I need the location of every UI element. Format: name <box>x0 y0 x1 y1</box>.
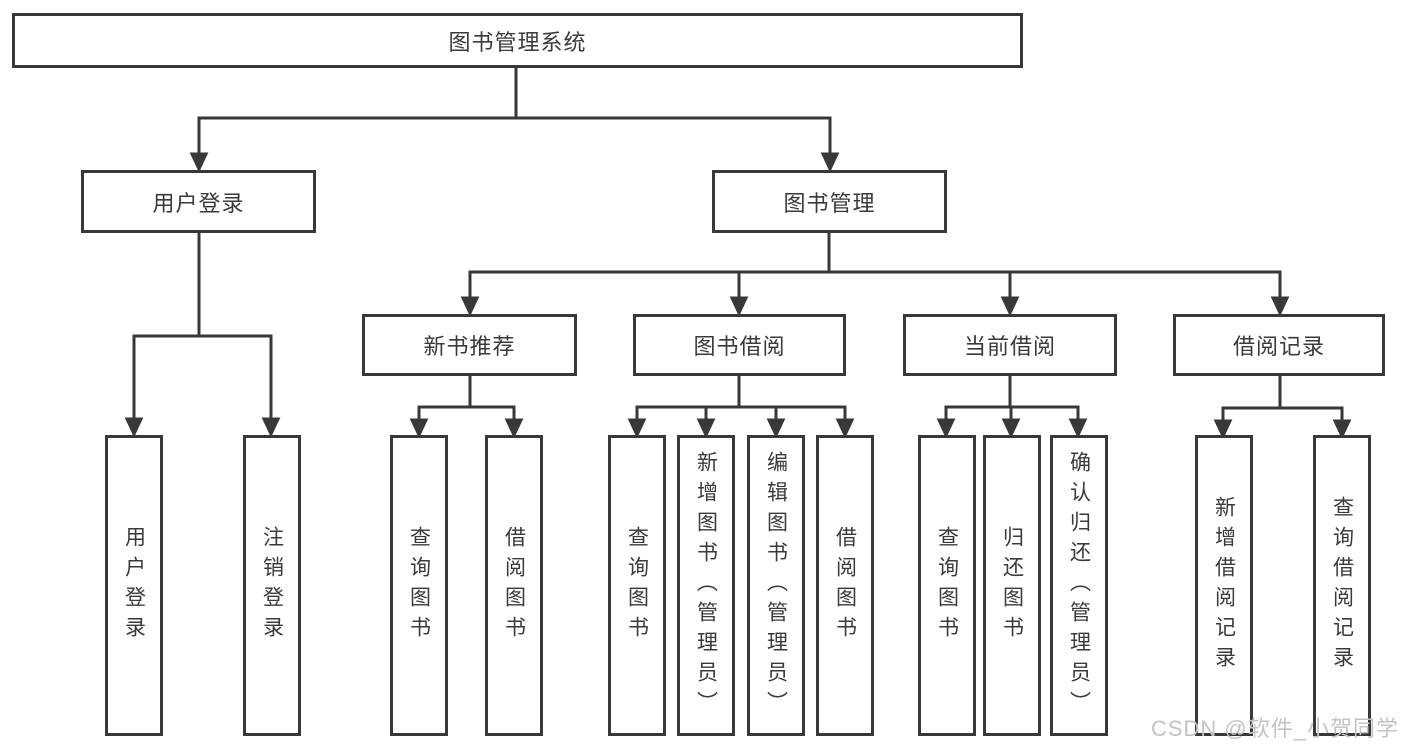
leaf-confirm-return-admin: 确认归还（管理员） <box>1050 435 1108 736</box>
leaf-return-book: 归还图书 <box>983 435 1041 736</box>
leaf-query-books-borrowing: 查询图书 <box>608 435 666 736</box>
node-new-book-recommend: 新书推荐 <box>362 314 577 376</box>
arrowhead <box>1332 419 1352 440</box>
leaf-logout: 注销登录 <box>243 435 301 736</box>
connector-user-login-to-leaves <box>124 233 281 438</box>
node-label: 图书借阅 <box>693 334 786 359</box>
node-label: 借阅图书 <box>502 525 526 646</box>
node-label: 归还图书 <box>1000 525 1024 646</box>
node-label: 新增借阅记录 <box>1212 495 1236 676</box>
node-label: 确认归还（管理员） <box>1067 450 1091 721</box>
leaf-add-borrow-record: 新增借阅记录 <box>1195 435 1253 736</box>
node-label: 查询图书 <box>407 525 431 646</box>
node-label: 当前借阅 <box>963 334 1056 359</box>
node-label: 查询图书 <box>935 525 959 646</box>
node-label: 新书推荐 <box>423 334 516 359</box>
node-label: 查询图书 <box>625 525 649 646</box>
connector-new-book-to-leaves <box>409 376 524 439</box>
leaf-borrow-books-recommend: 借阅图书 <box>485 435 543 736</box>
connector-records-to-leaves <box>1213 376 1352 440</box>
node-label: 借阅图书 <box>833 525 857 646</box>
arrowhead <box>1270 296 1290 317</box>
node-current-borrowing: 当前借阅 <box>903 314 1117 376</box>
leaf-add-book-admin: 新增图书（管理员） <box>677 435 735 736</box>
connector-root-to-level2 <box>189 68 840 173</box>
node-label: 新增图书（管理员） <box>694 450 718 721</box>
csdn-watermark: CSDN @软件_小贺同学 <box>1150 716 1399 741</box>
connector-book-mgmt-to-level3 <box>460 233 1290 317</box>
arrowhead <box>936 418 956 439</box>
arrowhead <box>627 418 647 439</box>
node-borrow-records: 借阅记录 <box>1173 314 1385 376</box>
node-label: 图书管理 <box>783 190 876 216</box>
arrowhead <box>1213 419 1233 440</box>
node-label: 查询借阅记录 <box>1330 495 1354 676</box>
arrowhead <box>460 296 480 317</box>
connector-current-to-leaves <box>936 376 1088 439</box>
node-label: 用户登录 <box>122 525 146 646</box>
leaf-edit-book-admin: 编辑图书（管理员） <box>747 435 805 736</box>
node-root-library-system: 图书管理系统 <box>12 13 1023 68</box>
arrowhead <box>1068 418 1088 439</box>
arrowhead <box>261 417 281 438</box>
node-label: 借阅记录 <box>1232 334 1325 359</box>
node-label: 图书管理系统 <box>448 29 587 55</box>
leaf-borrow-books-borrowing: 借阅图书 <box>816 435 874 736</box>
arrowhead <box>409 418 429 439</box>
arrowhead <box>729 296 749 317</box>
node-label: 注销登录 <box>260 525 284 646</box>
leaf-query-borrow-record: 查询借阅记录 <box>1313 435 1371 736</box>
leaf-query-books-recommend: 查询图书 <box>390 435 448 736</box>
node-book-borrowing: 图书借阅 <box>633 314 846 376</box>
node-user-login: 用户登录 <box>81 170 316 233</box>
leaf-user-login: 用户登录 <box>105 435 163 736</box>
node-label: 编辑图书（管理员） <box>764 450 788 721</box>
arrowhead <box>696 418 716 439</box>
arrowhead <box>766 418 786 439</box>
node-book-management: 图书管理 <box>712 170 947 233</box>
arrowhead <box>820 152 840 173</box>
leaf-query-books-current: 查询图书 <box>918 435 976 736</box>
arrowhead <box>835 418 855 439</box>
arrowhead <box>1000 296 1020 317</box>
arrowhead <box>504 418 524 439</box>
arrowhead <box>189 152 209 173</box>
arrowhead <box>1001 418 1021 439</box>
connector-borrowing-to-leaves <box>627 376 855 439</box>
arrowhead <box>124 417 144 438</box>
node-label: 用户登录 <box>152 190 245 216</box>
